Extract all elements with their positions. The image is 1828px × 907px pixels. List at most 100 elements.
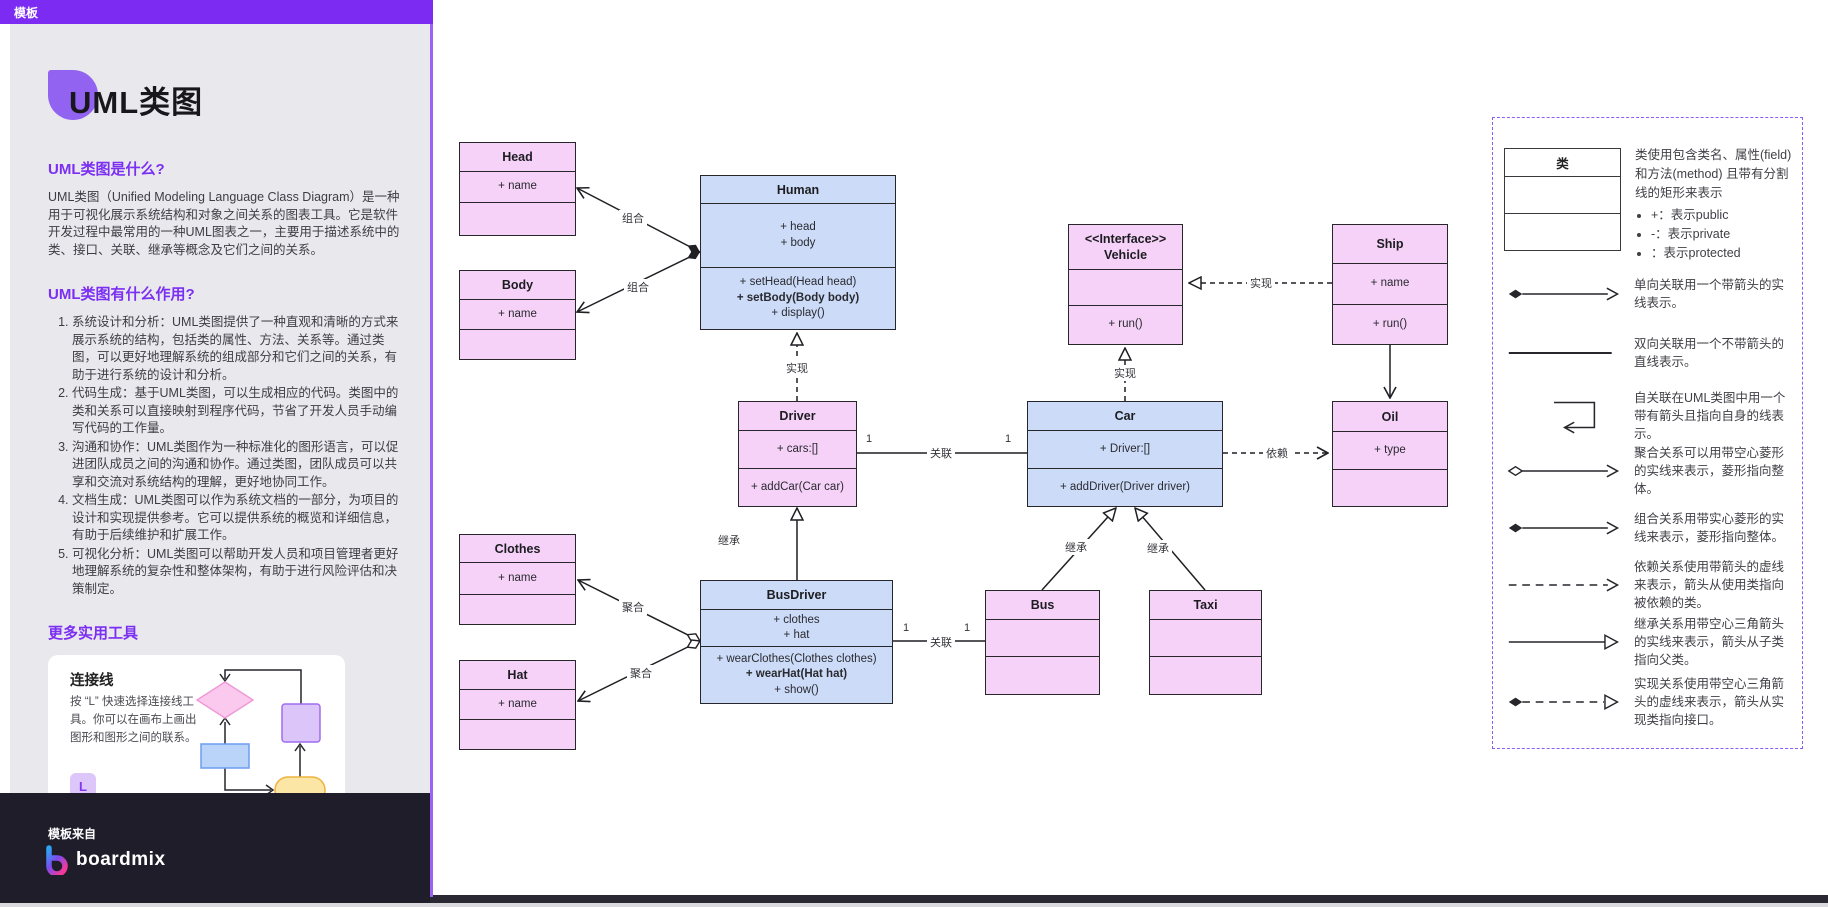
class-member: + clothes: [773, 613, 820, 626]
class-title: <<Interface>>Vehicle: [1069, 225, 1182, 269]
class-member: + wearClothes(Clothes clothes): [716, 652, 877, 665]
visibility-bullet: -：表示private: [1651, 225, 1797, 244]
uml-class-taxi[interactable]: Taxi: [1149, 590, 1262, 695]
class-name: Oil: [1381, 409, 1399, 424]
title-block: UML类图: [48, 70, 402, 134]
legend-intro: 类使用包含类名、属性(field) 和方法(method) 且带有分割线的矩形来…: [1635, 148, 1792, 200]
composition-connector-icon: [1508, 521, 1620, 535]
legend-row-directed-association: 单向关联用一个带箭头的实线表示。: [1504, 274, 1794, 314]
legend-class-methods: [1505, 213, 1620, 249]
class-name: Body: [501, 278, 534, 292]
footer-source-label: 模板来自: [48, 827, 97, 841]
edge-label: 继承: [1144, 540, 1172, 556]
uml-class-busdriver[interactable]: BusDriver + clothes + hat + wearClothes(Clo…: [700, 580, 893, 704]
legend-row-text: 依赖关系使用带箭头的虚线来表示，箭头从使用类指向被依赖的类。: [1634, 560, 1785, 610]
class-member: + name: [498, 571, 537, 584]
info-sidebar: UML类图 UML类图是什么? UML类图（Unified Modeling L…: [10, 24, 430, 793]
edge-label: 关联: [927, 445, 955, 461]
uml-class-hat[interactable]: Hat+ name: [459, 660, 576, 750]
uml-class-body[interactable]: Body + name: [459, 270, 576, 360]
class-attributes: + head+ body: [701, 203, 895, 267]
class-member: + Driver:[]: [1099, 442, 1151, 455]
pill-shape: [274, 776, 326, 793]
connector-tool-card[interactable]: 连接线 按 “L” 快速选择连接线工具。你可以在画布上画出图形和图形之间的联系。…: [48, 655, 345, 793]
section-heading-why: UML类图有什么作用?: [48, 286, 195, 303]
class-member: + name: [498, 307, 537, 320]
class-title: Oil: [1333, 402, 1447, 431]
shortcut-key-badge: L: [70, 773, 96, 793]
edge-label: 组合: [624, 279, 652, 295]
uml-class-driver[interactable]: Driver + cars:[] + addCar(Car car): [738, 401, 857, 507]
legend-row-aggregation: 聚合关系可以用带空心菱形的实线来表示，菱形指向整体。: [1504, 446, 1794, 496]
class-member: + name: [498, 180, 537, 193]
class-title: Hat: [460, 661, 575, 689]
class-member: + body: [780, 236, 816, 249]
directed-association-connector-icon: [1508, 287, 1620, 301]
class-attributes: + name: [460, 299, 575, 329]
uml-class-clothes[interactable]: Clothes+ name: [459, 534, 576, 625]
visibility-bullet: +：表示public: [1651, 206, 1797, 225]
class-member: + hat: [783, 629, 810, 641]
uml-class-bus[interactable]: Bus: [985, 590, 1100, 695]
class-attributes: + name: [1333, 263, 1447, 304]
legend-row-text: 继承关系用带空心三角箭头的实线来表示，箭头从子类指向父类。: [1634, 617, 1785, 667]
class-methods: + addCar(Car car): [739, 468, 856, 506]
boardmix-logo-icon: [46, 845, 68, 875]
template-tab[interactable]: 模板: [0, 0, 433, 24]
class-methods: + wearClothes(Clothes clothes)+ wearHat(…: [701, 646, 892, 703]
class-member: + run(): [1108, 318, 1143, 331]
class-title: Driver: [739, 402, 856, 430]
rectangle-shape: [200, 743, 250, 769]
legend-row-text: 自关联在UML类图中用一个带有箭头且指向自身的线表示。: [1634, 391, 1786, 441]
class-methods: + run(): [1333, 304, 1447, 344]
dependency-connector-icon: [1508, 578, 1620, 592]
uml-class-ship[interactable]: Ship + name+ run(): [1332, 224, 1448, 345]
class-name: Bus: [1030, 598, 1055, 612]
uml-class-head[interactable]: Head + name: [459, 142, 576, 236]
diamond-shape: [195, 681, 255, 719]
edge-label: 1: [960, 622, 974, 634]
legend-class-name: 类: [1556, 157, 1569, 171]
aggregation-connector-icon: [1507, 464, 1620, 478]
section-heading-what: UML类图是什么?: [48, 161, 165, 178]
bottom-page-edge: [0, 903, 1828, 907]
edge-label: 1: [862, 433, 876, 445]
bottom-dark-strip: [0, 895, 1828, 903]
legend-row-text: 聚合关系可以用带空心菱形的实线来表示，菱形指向整体。: [1634, 446, 1785, 496]
class-methods: [1150, 656, 1261, 694]
uml-class-human[interactable]: Human+ head+ body+ setHead(Head head)+ s…: [700, 175, 896, 330]
legend-class-sample: 类: [1504, 148, 1621, 251]
class-attributes: + name: [460, 562, 575, 594]
uml-class-car[interactable]: Car+ Driver:[]+ addDriver(Driver driver): [1027, 401, 1223, 507]
inheritance-connector-icon: [1508, 634, 1619, 650]
legend-row-text: 单向关联用一个带箭头的实线表示。: [1634, 278, 1785, 310]
class-title: Head: [460, 143, 575, 171]
edge-label: 实现: [1111, 365, 1139, 381]
class-title: Car: [1028, 402, 1222, 430]
edge-label: 1: [899, 622, 913, 634]
class-name: Taxi: [1193, 598, 1218, 612]
class-attributes: + cars:[]: [739, 430, 856, 468]
class-name: BusDriver: [766, 588, 827, 602]
uml-class-vehicle[interactable]: <<Interface>>Vehicle + run(): [1068, 224, 1183, 345]
class-attributes: + type: [1333, 431, 1447, 469]
boardmix-brand: boardmix: [44, 845, 166, 875]
uml-class-oil[interactable]: Oil + type: [1332, 401, 1448, 507]
plain-association-connector-icon: [1508, 352, 1612, 354]
edge-label: 1: [1001, 433, 1015, 445]
legend-intro-block: 类使用包含类名、属性(field) 和方法(method) 且带有分割线的矩形来…: [1635, 146, 1797, 263]
class-name: Human: [776, 182, 820, 197]
class-attributes: [1069, 269, 1182, 305]
self-association-connector-icon: [1554, 401, 1596, 434]
connector-demo-illustration: [195, 669, 326, 793]
class-member: + cars:[]: [776, 442, 819, 455]
class-attributes: + clothes + hat: [701, 609, 892, 646]
legend-row-inheritance: 继承关系用带空心三角箭头的实线来表示，箭头从子类指向父类。: [1504, 617, 1794, 667]
edge-label: 聚合: [627, 665, 655, 681]
purple-blob-logo: [48, 70, 98, 120]
edge-label: 实现: [1247, 275, 1275, 291]
class-methods: [460, 594, 575, 624]
edge-label: 关联: [927, 634, 955, 650]
class-member: + setBody(Body body): [736, 291, 860, 304]
class-name: Ship: [1376, 237, 1404, 251]
